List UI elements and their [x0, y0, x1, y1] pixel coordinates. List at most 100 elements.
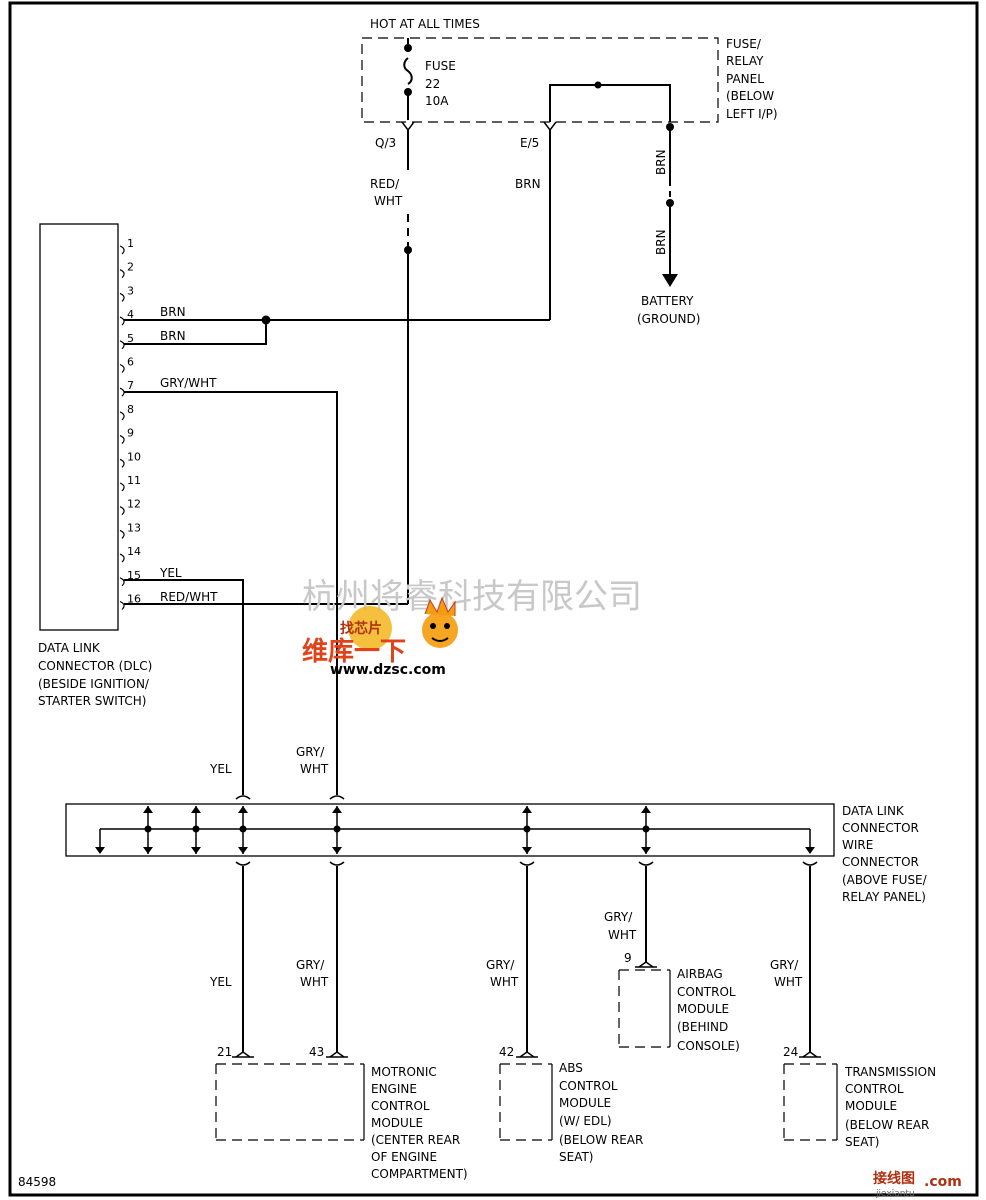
wire-connector-label-5: (ABOVE FUSE/: [842, 873, 928, 887]
motronic-pin-43: 43: [309, 1045, 324, 1059]
tcm-label-3: MODULE: [845, 1099, 897, 1113]
terminal-q3-label: Q/3: [375, 136, 396, 150]
gry-wht-upper-label-1: GRY/: [296, 745, 325, 759]
dlc-pin-2-number: 2: [127, 261, 134, 274]
splice-battery-top: [666, 123, 674, 131]
arrow-down-icon: [95, 847, 105, 854]
dlc-pin-4-number: 4: [127, 308, 134, 321]
dlc-pin-5-terminal: [119, 340, 125, 350]
dlc-pin-13-terminal: [119, 529, 125, 539]
dlc-pin-5-wire-label: BRN: [160, 329, 186, 343]
dlc-pin-5-number: 5: [127, 332, 134, 345]
dlc-pin-16-wire-label: RED/WHT: [160, 590, 218, 604]
dlc-label-line-3: (BESIDE IGNITION/: [38, 677, 150, 691]
abs-label-4: (W/ EDL): [559, 1114, 612, 1128]
ground-arrow-icon: [662, 274, 678, 287]
terminal-e5-label: E/5: [520, 136, 539, 150]
wire-brn-ground: [266, 130, 551, 321]
dlc-pin-11-terminal: [119, 482, 125, 492]
dlc-pin-8-number: 8: [127, 403, 134, 416]
motronic-engine-control-module: 21 43 MOTRONIC ENGINE CONTROL MODULE (CE…: [215, 1045, 468, 1181]
arrow-up-icon: [191, 806, 201, 813]
dzsc-brand-text: 维库一下: [302, 636, 406, 667]
fuse-panel-line-3: PANEL: [726, 72, 764, 86]
dzsc-badge-text: 找芯片: [340, 620, 382, 637]
abs-label-3: MODULE: [559, 1096, 611, 1110]
dlc-pin-9-number: 9: [127, 427, 134, 440]
dzsc-url-text: www.dzsc.com: [330, 662, 446, 678]
dlc-pin-14-number: 14: [127, 545, 141, 558]
arrow-down-icon: [332, 847, 342, 854]
arrow-up-icon: [641, 806, 651, 813]
dlc-wires: [124, 319, 408, 795]
diagram-id: 84598: [18, 1175, 56, 1189]
dlc-label-line-4: STARTER SWITCH): [38, 694, 147, 708]
airbag-label-2: CONTROL: [677, 985, 736, 999]
dlc-pin-2-terminal: [119, 269, 125, 279]
airbag-label-5: CONSOLE): [677, 1039, 740, 1053]
dlc-pin-10-terminal: [119, 458, 125, 468]
fuse-relay-panel: HOT AT ALL TIMES FUSE 22 10A FUSE/ RELAY…: [361, 17, 778, 123]
yel-lower-label: YEL: [209, 975, 232, 989]
dlc-wire-connector-body: [65, 803, 835, 857]
fuse-panel-line-4: (BELOW: [726, 89, 774, 103]
arrow-down-icon: [191, 847, 201, 854]
module-wires: [242, 866, 811, 1052]
dlc-pin-8-terminal: [119, 411, 125, 421]
airbag-label-1: AIRBAG: [677, 967, 723, 981]
brn-battery-label-1: BRN: [654, 149, 668, 175]
motronic-label-6: OF ENGINE: [371, 1150, 437, 1164]
dlc-pin-12-terminal: [119, 506, 125, 516]
yel-upper-label: YEL: [209, 762, 232, 776]
brn-e5-label: BRN: [515, 177, 541, 191]
dlc-pin-15-number: 15: [127, 569, 141, 582]
bus-arrow-icons: [95, 806, 815, 854]
motronic-label-3: CONTROL: [371, 1099, 430, 1113]
fuse-panel-line-1: FUSE/: [726, 37, 762, 51]
dlc-pin-9-terminal: [119, 435, 125, 445]
diagram-border: [8, 1, 979, 1197]
dlc-pin-11-number: 11: [127, 474, 141, 487]
dlc-pin-7-number: 7: [127, 379, 134, 392]
gry-wht-abs-label-2: WHT: [490, 975, 519, 989]
motronic-label-5: (CENTER REAR: [371, 1133, 460, 1147]
gry-wht-tcm-label-1: GRY/: [770, 958, 799, 972]
tcm-label-4: (BELOW REAR: [845, 1118, 929, 1132]
battery-label-line-1: BATTERY: [641, 294, 694, 308]
tcm-pin-24: 24: [783, 1045, 798, 1059]
gry-wht-upper-label-2: WHT: [300, 762, 329, 776]
arrow-up-icon: [143, 806, 153, 813]
airbag-label-3: MODULE: [677, 1002, 729, 1016]
dlc-pin-3-terminal: [119, 292, 125, 302]
dlc-pin-13-number: 13: [127, 521, 141, 534]
wire-connector-label-3: WIRE: [842, 838, 873, 852]
splice-battery-mid: [666, 199, 674, 207]
company-watermark: 杭州将睿科技有限公司: [302, 577, 642, 617]
hot-at-all-times-label: HOT AT ALL TIMES: [370, 17, 480, 31]
red-wht-label-line-2: WHT: [374, 194, 403, 208]
tcm-label-1: TRANSMISSION: [844, 1065, 936, 1079]
gry-wht-airbag-label-1: GRY/: [604, 910, 633, 924]
abs-label-2: CONTROL: [559, 1079, 618, 1093]
battery-label-line-2: (GROUND): [637, 312, 700, 326]
wire-connector-label-4: CONNECTOR: [842, 855, 919, 869]
fuse-22: [403, 38, 413, 120]
motronic-label-1: MOTRONIC: [371, 1065, 437, 1079]
jiexiantu-url: jiexiantu: [875, 1189, 915, 1199]
motronic-label-2: ENGINE: [371, 1082, 417, 1096]
dlc-pin-15-wire-label: YEL: [159, 566, 182, 580]
dlc-pin-7-terminal: [119, 387, 125, 397]
arrow-up-icon: [522, 806, 532, 813]
dlc-pin-7-wire-label: GRY/WHT: [160, 376, 217, 390]
airbag-label-4: (BEHIND: [677, 1020, 728, 1034]
dlc-pin-1-number: 1: [127, 237, 134, 250]
arrow-down-icon: [238, 847, 248, 854]
dlc-connector-body: [39, 223, 119, 631]
jiexiantu-com: .com: [924, 1174, 962, 1190]
motronic-pin-21: 21: [217, 1045, 232, 1059]
gry-wht-abs-label-1: GRY/: [486, 958, 515, 972]
fuse-panel-line-2: RELAY: [726, 54, 764, 68]
arrow-up-icon: [332, 806, 342, 813]
abs-label-5: (BELOW REAR: [559, 1133, 643, 1147]
